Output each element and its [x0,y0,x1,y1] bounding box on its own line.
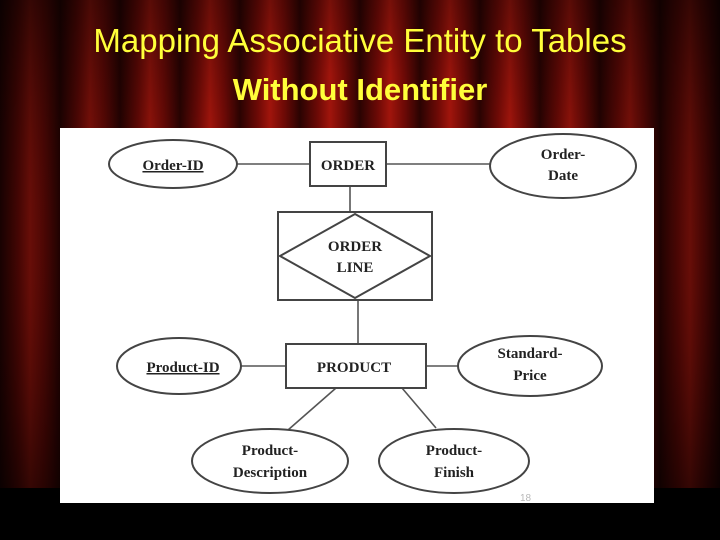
slide-number: 18 [520,493,532,504]
attribute-standard-price-shape [457,335,603,397]
associative-entity-diamond [277,212,433,300]
attribute-product-finish-line1: Product- [426,443,482,459]
attribute-product-description-shape [191,428,349,494]
attribute-product-description-line2: Description [233,465,308,481]
attribute-product-id: Product-ID [146,360,219,376]
attribute-order-id-shape [108,139,238,189]
attribute-standard-price-line1: Standard- [497,346,562,362]
connector-product-finish [401,387,437,429]
entity-order-box [309,141,387,187]
slide-title: Mapping Associative Entity to Tables [93,22,627,59]
attribute-standard-price-line2: Price [513,368,547,384]
attribute-order-date-shape [489,133,637,199]
entity-order-label: ORDER [321,158,375,174]
associative-entity-label-line2: LINE [337,260,374,276]
attribute-product-finish-line2: Finish [434,465,475,481]
connector-product-description [287,387,337,431]
attribute-order-id: Order-ID [142,158,203,174]
diagram-panel: Order-ID Order- Date Product-ID Standard… [60,128,654,503]
associative-entity-label-line1: ORDER [328,239,382,255]
attribute-product-id-shape [116,337,242,395]
slide-subtitle: Without Identifier [232,72,488,107]
attribute-order-date-line1: Order- [541,147,585,163]
attribute-product-finish-shape [378,428,530,494]
entity-product-box [285,343,427,389]
entity-product-label: PRODUCT [317,360,391,376]
er-diagram: Order-ID Order- Date Product-ID Standard… [108,133,637,494]
attribute-order-date-line2: Date [548,168,578,184]
attribute-product-description-line1: Product- [242,443,298,459]
